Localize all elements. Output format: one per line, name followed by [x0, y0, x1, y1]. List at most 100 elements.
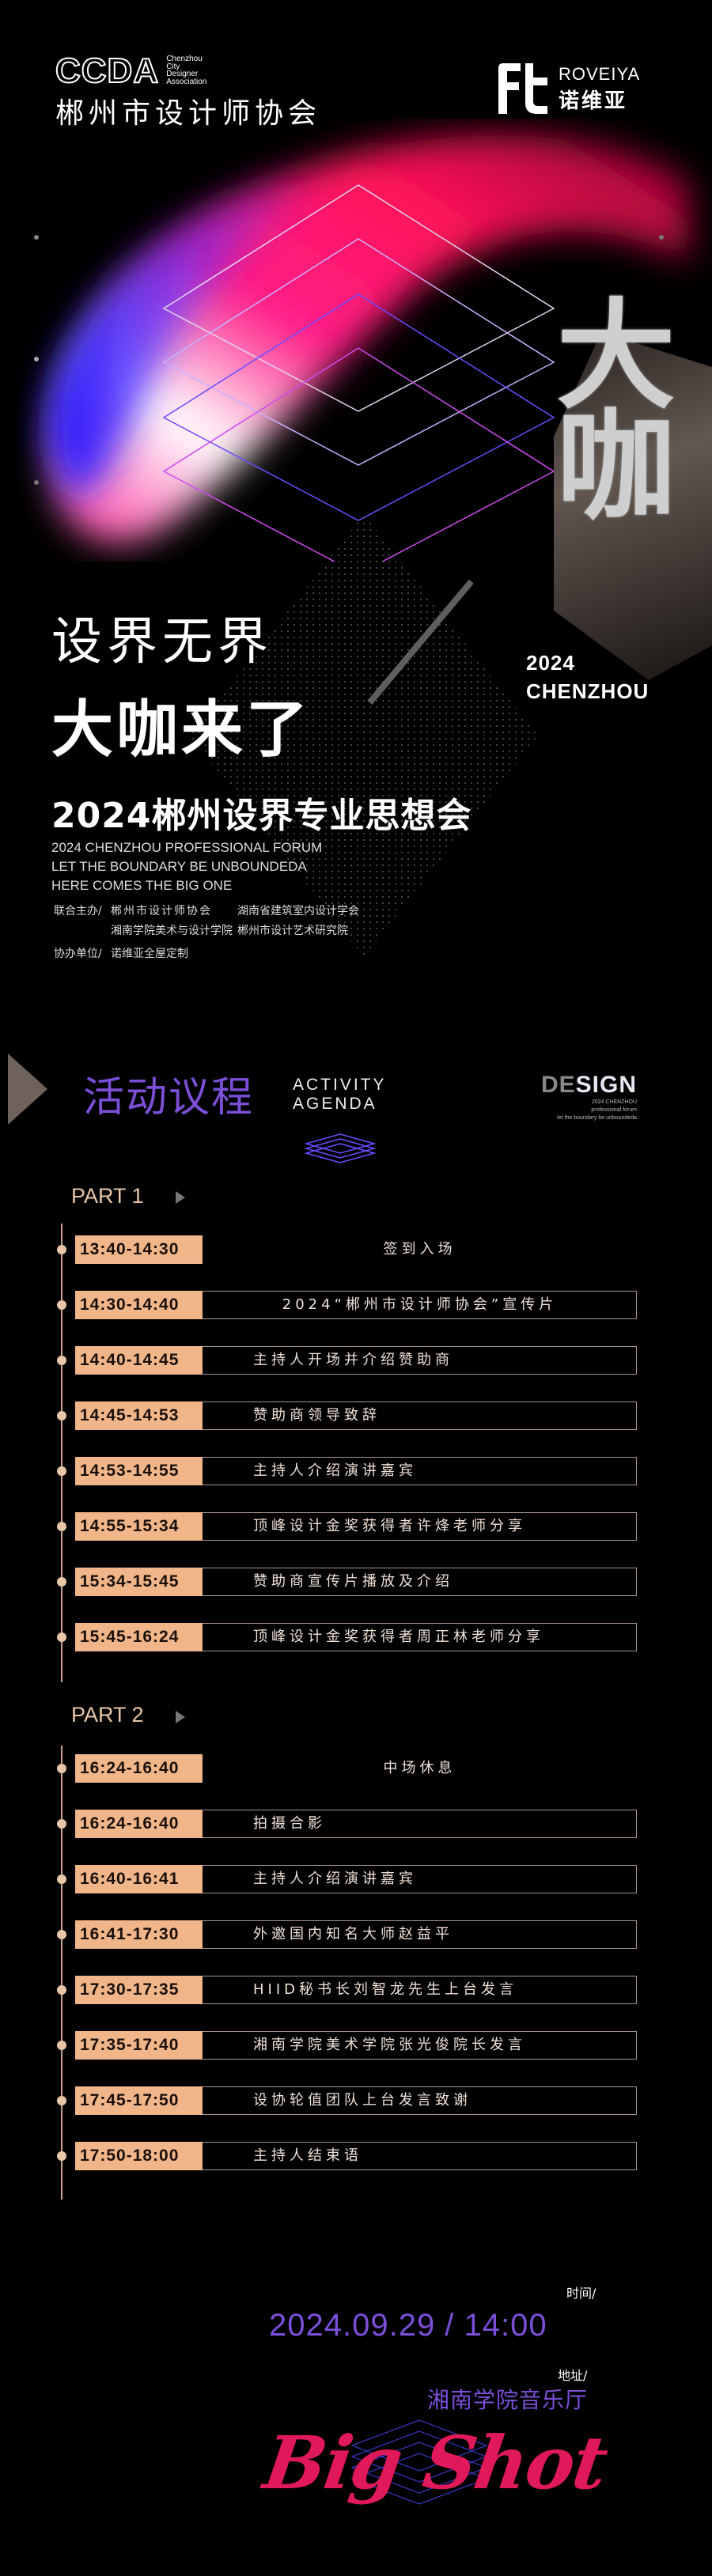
timeline-dot [57, 1466, 66, 1476]
agenda-desc: 主持人介绍演讲嘉宾 [253, 1871, 417, 1887]
design-sub-line: professional forum [591, 1107, 637, 1113]
assist-label: 协办单位/ [54, 948, 102, 960]
assist-org: 诺维亚全屋定制 [111, 948, 188, 960]
agenda-desc: 主持人开场并介绍赞助商 [253, 1352, 453, 1368]
stacked-diamond-icon [348, 2419, 490, 2517]
timeline-dot [57, 1245, 66, 1254]
agenda-desc: 赞助商宣传片播放及介绍 [253, 1573, 453, 1590]
timeline-dot [57, 1300, 66, 1310]
design-badge: DESIGN 2024 CHENZHOU professional forum … [526, 1072, 637, 1122]
agenda-row: 14:30-14:40 2024“郴州市设计师协会”宣传片 [75, 1291, 637, 1319]
timeline-line [61, 1224, 62, 1682]
agenda-time: 17:35-17:40 [75, 2031, 203, 2060]
year-city-label: 2024 CHENZHOU [526, 649, 649, 705]
timeline-dot [57, 1930, 66, 1939]
part-arrow-icon [176, 1711, 185, 1723]
timeline-dot [57, 2041, 66, 2050]
timeline-line [61, 1746, 62, 2200]
agenda-desc: 顶峰设计金奖获得者周正林老师分享 [253, 1628, 544, 1645]
timeline-dot [57, 1632, 66, 1642]
agenda-desc: 拍摄合影 [253, 1815, 326, 1832]
agenda-desc: 主持人介绍演讲嘉宾 [253, 1462, 417, 1479]
agenda-row: 14:40-14:45 主持人开场并介绍赞助商 [75, 1346, 637, 1375]
design-word-white: SIGN [575, 1072, 637, 1098]
ccda-logo: CCDA Chenzhou City Designer Association … [55, 51, 322, 131]
agenda-desc: 顶峰设计金奖获得者许烽老师分享 [253, 1518, 526, 1534]
timeline-dot [57, 1874, 66, 1884]
agenda-desc: 湘南学院美术学院张光俊院长发言 [253, 2037, 526, 2053]
event-address: 湘南学院音乐厅 [427, 2387, 589, 2413]
part-arrow-icon [176, 1191, 185, 1204]
hero-title-line2: 大咖来了 [51, 694, 312, 766]
address-label: 地址/ [558, 2368, 588, 2383]
design-sub-line: 2024 CHENZHOU [591, 1099, 637, 1105]
time-label: 时间/ [566, 2286, 596, 2301]
roveiya-logo: ROVEIYA 诺维亚 [498, 63, 640, 114]
timeline-dot [57, 2151, 66, 2161]
agenda-time: 16:24-16:40 [75, 1810, 203, 1838]
timeline-dot [57, 1522, 66, 1531]
agenda-desc: 外邀国内知名大师赵益平 [253, 1926, 453, 1942]
part-1-label: PART 1 [71, 1184, 144, 1208]
agenda-desc: 设协轮值团队上台发言致谢 [253, 2092, 472, 2109]
agenda-triangle-icon [8, 1053, 47, 1125]
organizers: 联合主办/郴州市设计师协会湖南省建筑室内设计学会 湘南学院美术与设计学院郴州市设… [54, 902, 359, 964]
agenda-title-en: ACTIVITY AGENDA [293, 1076, 387, 1114]
agenda-desc: 2024“郴州市设计师协会”宣传片 [282, 1296, 558, 1313]
co-host: 郴州市设计艺术研究院 [237, 925, 348, 937]
roveiya-name-cn: 诺维亚 [559, 88, 628, 112]
ccda-mark: CCDA [55, 51, 160, 90]
big-shot-slogan: Big Shot [259, 2420, 612, 2506]
agenda-row: 16:24-16:40 拍摄合影 [75, 1810, 637, 1838]
agenda-row: 15:34-15:45 赞助商宣传片播放及介绍 [75, 1568, 637, 1596]
agenda-time: 17:30-17:35 [75, 1976, 203, 2004]
hero-title-line1: 设界无界 [51, 613, 273, 671]
roveiya-name-en: ROVEIYA [559, 63, 641, 84]
ccda-sub-line: Designer [166, 70, 199, 78]
design-word-gray: DE [540, 1072, 576, 1098]
geometric-block [554, 332, 712, 680]
ccda-name-cn: 郴州市设计师协会 [55, 97, 322, 130]
english-line: HERE COMES THE BIG ONE [51, 878, 233, 893]
agenda-time: 15:34-15:45 [75, 1568, 203, 1596]
agenda-desc: HIID秘书长刘智龙先生上台发言 [253, 1981, 518, 1998]
agenda-time: 16:40-16:41 [75, 1865, 203, 1893]
agenda-time: 14:40-14:45 [75, 1346, 203, 1375]
timeline-dot [57, 2096, 66, 2105]
roveiya-mark-icon [498, 63, 549, 114]
agenda-time: 14:30-14:40 [75, 1291, 203, 1319]
ccda-sub-line: Association [166, 77, 207, 86]
hero-artwork [0, 119, 712, 575]
event-title: 2024郴州设界专业思想会 [51, 796, 472, 836]
calligraphy-text: 大咖 [536, 293, 674, 514]
design-sub-line: let the boundary be unboundeda [557, 1115, 637, 1121]
agenda-desc: 主持人结束语 [253, 2147, 362, 2164]
agenda-row: 17:30-17:35 HIID秘书长刘智龙先生上台发言 [75, 1976, 637, 2004]
timeline-dot [57, 1819, 66, 1829]
part-2-label: PART 2 [71, 1703, 144, 1727]
timeline-dot [57, 1577, 66, 1587]
agenda-title-cn: 活动议程 [83, 1074, 255, 1122]
agenda-row: 17:50-18:00 主持人结束语 [75, 2142, 637, 2170]
agenda-row: 17:35-17:40 湘南学院美术学院张光俊院长发言 [75, 2031, 637, 2060]
agenda-time: 14:45-14:53 [75, 1401, 203, 1430]
timeline-dot [57, 1356, 66, 1365]
english-line: 2024 CHENZHOU PROFESSIONAL FORUM [51, 840, 323, 855]
hero-year: 2024 [526, 651, 575, 675]
agenda-time: 13:40-14:30 [75, 1235, 203, 1264]
agenda-time: 17:50-18:00 [75, 2142, 203, 2170]
hero-english-lines: 2024 CHENZHOU PROFESSIONAL FORUM LET THE… [51, 838, 322, 895]
english-line: LET THE BOUNDARY BE UNBOUNDEDA [51, 859, 307, 874]
co-host: 郴州市设计师协会 [111, 905, 212, 917]
timeline-dot [57, 1764, 66, 1773]
agenda-time: 14:53-14:55 [75, 1457, 203, 1485]
co-host: 湖南省建筑室内设计学会 [237, 905, 359, 917]
agenda-time: 16:24-16:40 [75, 1754, 203, 1783]
ccda-sub-line: City [166, 62, 180, 71]
agenda-row: 14:53-14:55 主持人介绍演讲嘉宾 [75, 1457, 637, 1485]
hero-city: CHENZHOU [526, 679, 650, 703]
